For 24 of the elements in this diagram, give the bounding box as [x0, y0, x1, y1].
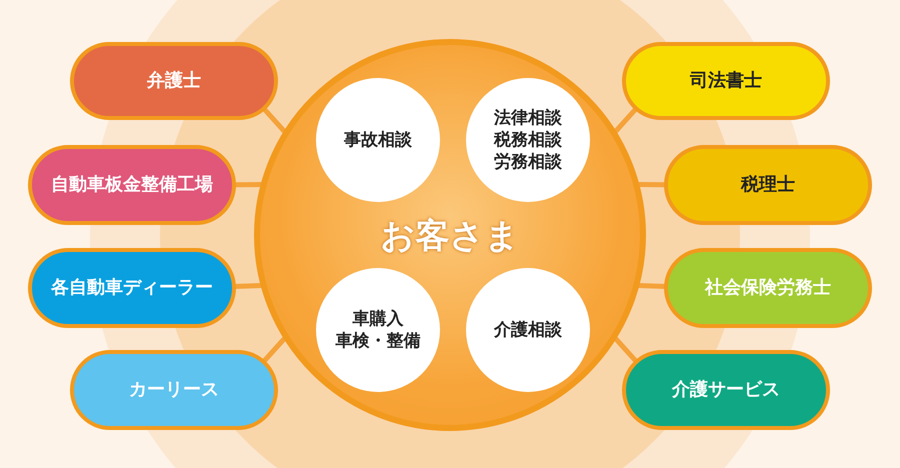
- connector-line: [262, 106, 286, 134]
- partner-label: 司法書士: [690, 69, 762, 93]
- partner-label: 税理士: [741, 173, 795, 197]
- connector-line: [638, 282, 666, 290]
- consultation-label: 介護相談: [494, 318, 562, 342]
- connector-line: [234, 182, 262, 188]
- connector-line: [234, 282, 262, 290]
- consultation-label: 事故相談: [344, 128, 412, 152]
- partner-label: 介護サービス: [672, 378, 780, 402]
- partner-label: 自動車板金整備工場: [51, 173, 213, 197]
- partner-label: 各自動車ディーラー: [51, 276, 213, 300]
- consultation-label: 車購入: [352, 308, 404, 330]
- connector-line: [638, 182, 666, 188]
- consultation-label: 労務相談: [494, 151, 562, 174]
- consultation-label: 法律相談: [494, 106, 562, 129]
- partner-label: 弁護士: [147, 69, 201, 93]
- connector-line: [614, 336, 638, 364]
- connector-line: [614, 106, 638, 134]
- partner-label: カーリース: [129, 378, 219, 402]
- consultation-label: 車検・整備: [336, 330, 420, 352]
- consultation-label: 税務相談: [494, 128, 562, 152]
- customer-label: お客さま: [380, 215, 520, 258]
- connector-line: [262, 336, 286, 364]
- partner-label: 社会保険労務士: [705, 276, 831, 300]
